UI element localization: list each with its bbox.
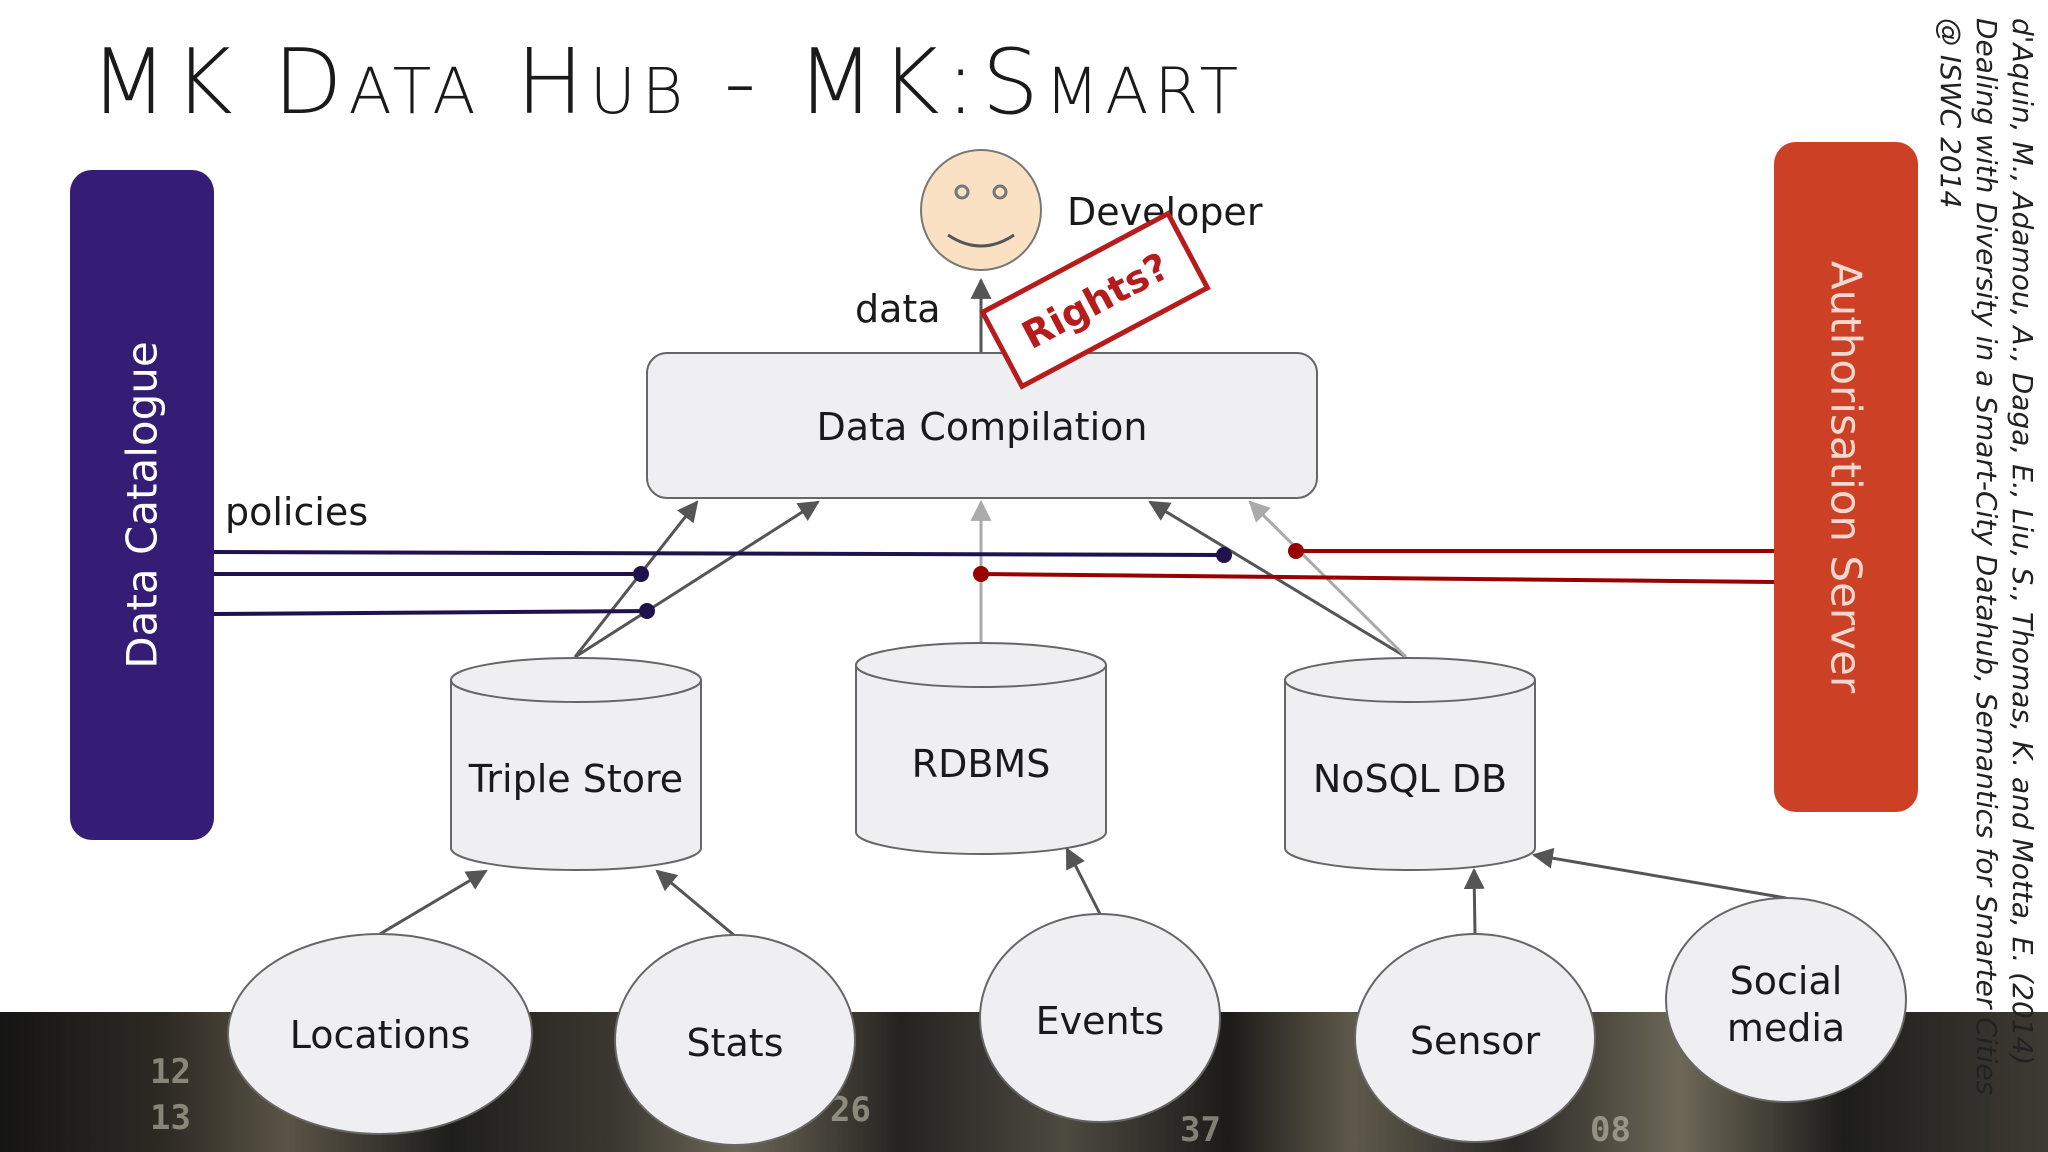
events-arrow <box>1065 847 1102 915</box>
strip-number: 37 <box>1180 1110 1221 1150</box>
events-label: Events <box>1036 999 1165 1043</box>
developer-face-icon <box>920 149 1042 271</box>
social-media-node <box>1665 897 1907 1103</box>
nosql-arrow-1 <box>1148 500 1407 659</box>
data-label: data <box>855 287 941 331</box>
data-compilation-box <box>646 352 1318 499</box>
rdbms-label: RDBMS <box>912 742 1051 786</box>
slide-title: MK Data Hub - MK:Smart <box>90 30 1245 135</box>
data-catalogue-panel: Data Catalogue <box>70 170 214 840</box>
triple-store-cylinder <box>450 657 702 871</box>
nosql-db-label: NoSQL DB <box>1313 757 1507 801</box>
locations-node <box>227 933 533 1135</box>
authorisation-connector-dot <box>973 566 989 582</box>
strip-number: 13 <box>150 1098 191 1138</box>
events-node <box>979 913 1221 1123</box>
triple-store-label: Triple Store <box>468 757 683 801</box>
strip-number: 08 <box>1590 1110 1631 1150</box>
locations-arrow <box>379 869 488 936</box>
locations-label: Locations <box>290 1013 471 1057</box>
authorisation-connector-dot <box>1288 543 1304 559</box>
policies-label: policies <box>225 490 368 534</box>
authorisation-line <box>980 572 1775 584</box>
strip-number: 12 <box>150 1052 191 1092</box>
authorisation-server-panel: Authorisation Server <box>1774 142 1918 812</box>
sensor-label: Sensor <box>1410 1019 1541 1063</box>
stats-arrow <box>655 869 736 938</box>
policy-line <box>213 609 648 616</box>
policy-connector-dot <box>639 603 655 619</box>
rdbms-cylinder <box>855 642 1107 855</box>
nosql-cylinder <box>1284 657 1536 871</box>
social-media-label-line1: Social <box>1730 959 1843 1003</box>
sensor-node <box>1354 933 1596 1143</box>
sensor-arrow <box>1463 867 1485 935</box>
triple-store-arrow-2 <box>574 500 820 659</box>
stats-node <box>614 934 856 1146</box>
social-media-arrow <box>1531 847 1787 900</box>
data-compilation-label: Data Compilation <box>817 405 1148 449</box>
social-media-label-line2: media <box>1727 1006 1845 1050</box>
policy-connector-dot <box>633 566 649 582</box>
stats-label: Stats <box>686 1021 783 1065</box>
policy-connector-dot <box>1216 547 1232 563</box>
policy-line <box>213 550 1225 557</box>
